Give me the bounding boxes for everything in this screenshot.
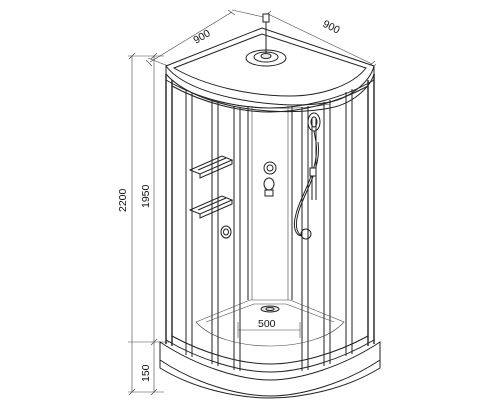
shower-tray: [159, 299, 381, 399]
door-opening-label: 500: [258, 318, 276, 330]
shelf-upper: [188, 155, 234, 175]
cabin-height-label: 1950: [140, 184, 152, 208]
control-knob-top: [263, 161, 277, 175]
mixer-controls: [263, 161, 277, 197]
curved-doors: [165, 74, 375, 373]
dimension-lines: [128, 9, 377, 396]
dim-line-width-left: [149, 11, 233, 63]
left-tap: [220, 225, 232, 239]
width-right-label: 900: [321, 18, 342, 37]
dim-line-width-right: [267, 13, 373, 65]
hand-shower: [293, 112, 321, 240]
total-height-label: 2200: [117, 188, 129, 212]
drain-icon: [260, 305, 280, 313]
width-left-label: 900: [191, 27, 212, 46]
hand-shower-head: [307, 112, 321, 132]
cabin-roof: [165, 13, 375, 113]
control-knob-bottom: [263, 177, 275, 191]
shelf-lower: [188, 195, 234, 215]
tray-height-label: 150: [140, 364, 152, 382]
left-shelves: [188, 155, 234, 239]
